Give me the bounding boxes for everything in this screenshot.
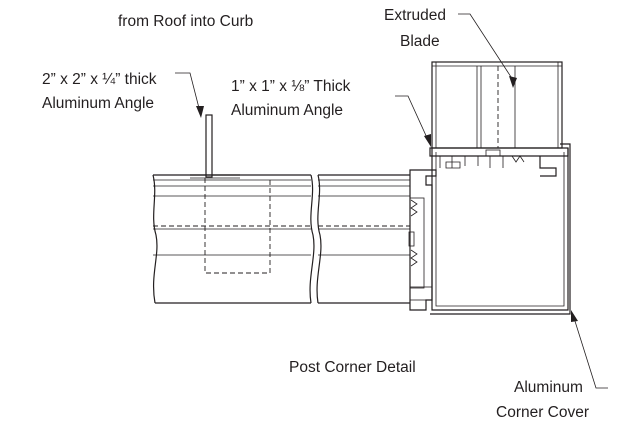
label-corner-cover-1: Aluminum [514,379,583,396]
label-angle-1in-2: Aluminum Angle [231,102,343,119]
detail-title: Post Corner Detail [289,359,416,376]
label-extruded-blade-2: Blade [400,33,440,50]
leader-angle-1in [395,95,431,147]
leader-extruded-blade [458,13,517,88]
aluminum-corner-cover [430,143,571,315]
aluminum-angle-2in [190,114,240,179]
left-beam-section [152,174,315,304]
extruded-blade [429,61,569,177]
label-angle-2in-1: 2” x 2” x ¼” thick [42,71,157,88]
label-roof-curb: from Roof into Curb [118,13,253,30]
right-beam-section [316,174,410,304]
label-corner-cover-2: Corner Cover [496,404,589,421]
label-extruded-blade-1: Extruded [384,7,446,24]
label-angle-2in-2: Aluminum Angle [42,95,154,112]
leader-corner-cover [571,310,608,389]
leader-angle-2in [175,72,204,118]
label-angle-1in-1: 1” x 1” x ⅛” Thick [231,78,351,95]
